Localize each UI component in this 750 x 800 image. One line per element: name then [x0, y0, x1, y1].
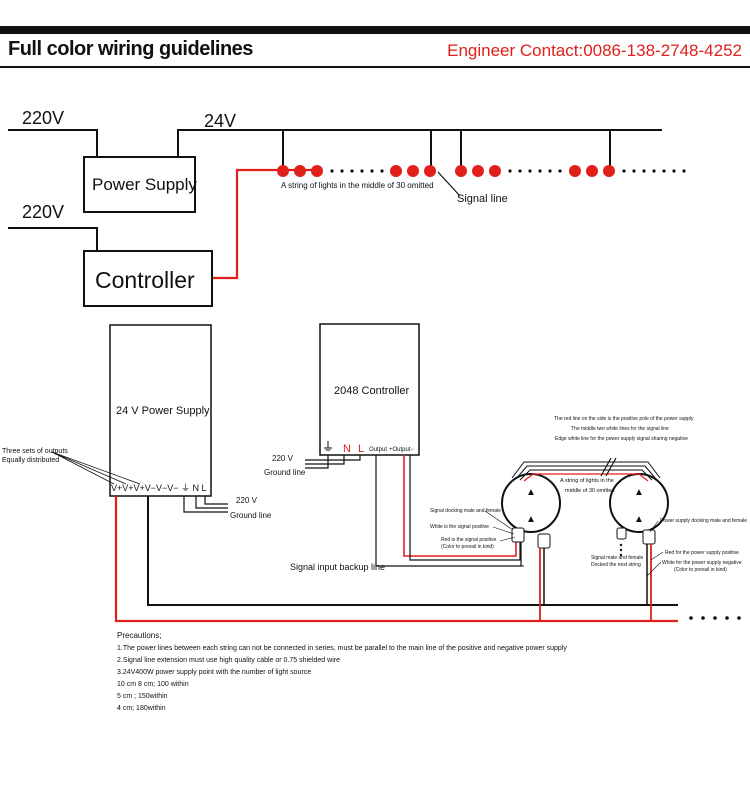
precaution-line: 5 cm ; 150within: [117, 693, 168, 700]
lamp-dot: [407, 165, 419, 177]
main-negative-black: [147, 496, 678, 606]
svg-text:▲: ▲: [526, 487, 536, 498]
psu-ground-label: Ground line: [230, 511, 272, 520]
psu-mains-wires: [183, 496, 228, 513]
lamp-dot: [489, 165, 501, 177]
note-white-power: White for the power supply negative: [662, 560, 742, 566]
label-24v: 24V: [204, 111, 236, 131]
note-edge-white: Edge white line for the power supply sig…: [555, 436, 688, 442]
note-red-signal: Red is the signal positive: [441, 537, 497, 543]
signal-line-label: Signal line: [457, 193, 508, 205]
note-power-docking: Power supply docking male and female: [660, 518, 747, 524]
controller-label: Controller: [95, 267, 195, 293]
lamp-dot: [455, 165, 467, 177]
lamp-dot: [277, 165, 289, 177]
ctrl-l-label: L: [358, 443, 364, 455]
ctrl-signal-red: [403, 455, 517, 557]
lamp-dot: [472, 165, 484, 177]
svg-text:▲: ▲: [634, 514, 644, 525]
page-title: Full color wiring guidelines: [8, 38, 253, 60]
ctrl-220v-label: 220 V: [272, 454, 294, 463]
inter-lamp-cable: [511, 461, 661, 482]
pixel-lamp-1: ▲ ▲: [501, 473, 561, 533]
lamp-dot: [311, 165, 323, 177]
label-220v-a: 220V: [22, 108, 64, 128]
main-line-continuation: [689, 616, 741, 620]
note-signal-mf: Signal male and female: [591, 555, 643, 561]
label-220v-b: 220V: [22, 202, 64, 222]
three-outputs-label: Three sets of outputs: [2, 448, 68, 455]
psu-220v-label: 220 V: [236, 496, 258, 505]
controller-box: [83, 250, 213, 307]
note-red-power: Red for the power supply positive: [665, 550, 739, 556]
precaution-line: 1.The power lines between each string ca…: [117, 645, 567, 652]
precaution-line: 2.Signal line extension must use high qu…: [117, 657, 340, 664]
string-omitted-1: A string of lights in the: [560, 478, 614, 484]
ctrl-n-label: N: [343, 443, 351, 455]
note-signal-docking: Signal docking male and female: [430, 508, 501, 514]
psu-24v-title: 24 V Power Supply: [116, 405, 210, 417]
ctrl-ground-symbol: [324, 441, 332, 451]
lamp-dot: [569, 165, 581, 177]
top-wiring: [8, 129, 662, 251]
controller-2048-title: 2048 Controller: [334, 385, 410, 397]
lamp1-connectors: [511, 527, 551, 549]
precaution-line: 4 cm; 180within: [117, 705, 166, 712]
psu-24v-box: [109, 324, 212, 497]
three-outputs-pointers: [51, 451, 141, 485]
psu-terminals: V+V+V+V−V−V− ⏚ N L: [111, 483, 207, 493]
lamp2-pointers: [646, 551, 664, 577]
ctrl-output-label: Output: [369, 447, 387, 453]
string-omitted-2: middle of 30 omitted: [565, 488, 615, 494]
precaution-line: 10 cm 8 cm; 100 within: [117, 681, 189, 688]
note-white-signal: White is the signal positive: [430, 524, 489, 530]
precautions: Precautions; 1.The power lines between e…: [117, 631, 567, 712]
lamp-dot: [294, 165, 306, 177]
ctrl-ground-label: Ground line: [264, 468, 306, 477]
top-bar: [0, 26, 750, 34]
controller-2048-box: [319, 323, 420, 456]
lamp2-connectors: [616, 527, 656, 545]
lamp1-pointers: [484, 510, 516, 542]
lamp-dot: [424, 165, 436, 177]
ctrl-output2-label: +Output−: [389, 447, 415, 453]
note-signal-mf-2: Docked the next string: [591, 562, 641, 568]
signal-wire-red: [212, 168, 283, 280]
lamp-string-top: [277, 165, 686, 177]
equally-distributed-label: Equally distributed: [2, 457, 59, 464]
svg-text:▲: ▲: [526, 514, 536, 525]
note-red-signal-2: (Color to prevail in kind): [441, 544, 494, 550]
precautions-heading: Precautions;: [117, 631, 161, 640]
ctrl-mains-wires: [305, 455, 361, 469]
power-supply-box: [83, 156, 196, 213]
main-positive-red: [114, 496, 678, 623]
precaution-line: 3.24V400W power supply point with the nu…: [117, 669, 311, 676]
note-red-side: The red line on the side is the positive…: [554, 416, 694, 422]
lamp-dot: [586, 165, 598, 177]
engineer-contact: Engineer Contact:0086-138-2748-4252: [447, 41, 742, 60]
note-white-power-2: (Color to prevail in kind): [674, 567, 727, 573]
svg-text:▲: ▲: [634, 487, 644, 498]
note-two-white: The middle two white lines for the signa…: [571, 426, 669, 432]
string-omitted-label: A string of lights in the middle of 30 o…: [281, 181, 434, 190]
power-supply-label: Power Supply: [92, 175, 197, 194]
ctrl-signal-black-1: [409, 455, 521, 561]
lamp-dot: [603, 165, 615, 177]
signal-backup-label: Signal input backup line: [290, 562, 385, 572]
lamp-dot: [390, 165, 402, 177]
title-rule: [0, 66, 750, 68]
